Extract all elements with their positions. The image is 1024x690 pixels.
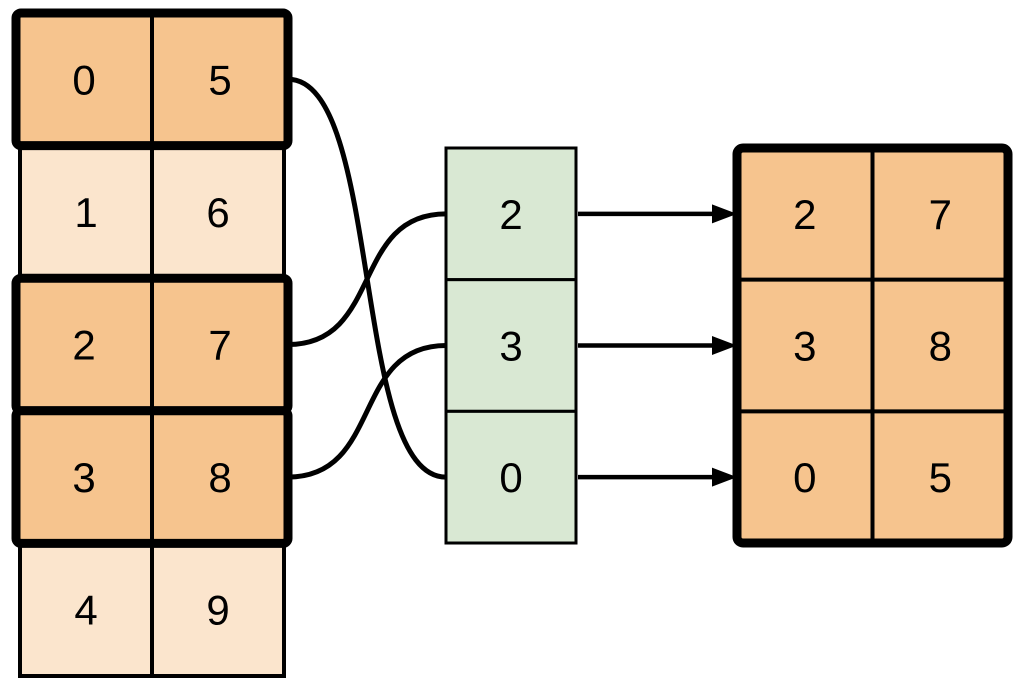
source-cell-value: 4: [74, 587, 97, 634]
source-cell: [150, 143, 286, 281]
index-cell-value: 2: [499, 191, 522, 238]
result-cell-value: 3: [793, 323, 816, 370]
result-table-outline: [732, 143, 1013, 548]
connector-curve: [287, 343, 447, 480]
result-table: 2 7 3 8 0 5: [732, 143, 1013, 548]
source-cell-value: 9: [206, 587, 229, 634]
connector-curve: [287, 211, 447, 347]
result-cell-value: 7: [929, 191, 952, 238]
index-cell-value: 0: [499, 454, 522, 501]
index-cell-box: [444, 146, 578, 282]
index-cell: 2: [444, 146, 578, 282]
arrowhead-icon: [712, 204, 737, 224]
index-column: 2 3 0: [444, 146, 578, 545]
source-cell-value: 6: [206, 189, 229, 236]
result-cell-value: 2: [793, 191, 816, 238]
index-arrows: [578, 204, 737, 487]
index-cell-box: [444, 278, 578, 413]
source-cell: [18, 143, 154, 281]
index-cell-value: 3: [499, 323, 522, 370]
source-cell-value: 2: [72, 322, 95, 369]
source-cell-value: 8: [208, 454, 231, 501]
arrowhead-icon: [712, 336, 737, 356]
source-cell-value: 7: [208, 322, 231, 369]
connector-curves: [287, 76, 447, 480]
index-cell: 3: [444, 278, 578, 413]
source-cell-value: 0: [72, 56, 95, 103]
source-cell: [150, 541, 286, 679]
source-cell-value: 5: [208, 56, 231, 103]
result-cell-value: 5: [929, 454, 952, 501]
index-cell-box: [444, 409, 578, 545]
result-cell-value: 8: [929, 323, 952, 370]
source-cell-value: 1: [74, 189, 97, 236]
index-cell: 0: [444, 409, 578, 545]
arrowhead-icon: [712, 467, 737, 487]
source-cell-value: 3: [72, 454, 95, 501]
result-cell-value: 0: [793, 454, 816, 501]
